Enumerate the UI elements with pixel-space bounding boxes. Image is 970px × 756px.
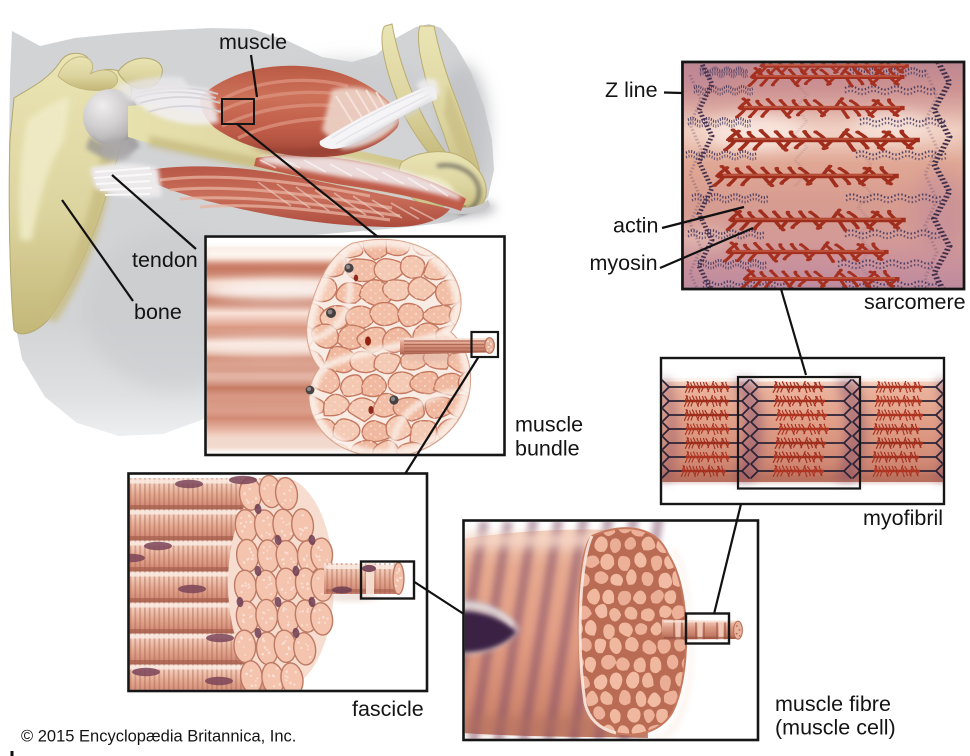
svg-text:myofibril: myofibril bbox=[863, 506, 943, 530]
svg-text:tendon: tendon bbox=[132, 248, 198, 272]
svg-text:(muscle cell): (muscle cell) bbox=[775, 716, 896, 740]
svg-text:myosin: myosin bbox=[590, 251, 658, 275]
svg-text:fascicle: fascicle bbox=[352, 697, 424, 721]
svg-text:sarcomere: sarcomere bbox=[864, 290, 966, 314]
svg-text:muscle fibre: muscle fibre bbox=[775, 692, 891, 716]
svg-text:muscle: muscle bbox=[515, 413, 583, 437]
svg-text:bone: bone bbox=[134, 300, 182, 324]
svg-text:actin: actin bbox=[613, 214, 658, 238]
svg-text:muscle: muscle bbox=[219, 30, 287, 54]
svg-text:© 2015 Encyclopædia Britannica: © 2015 Encyclopædia Britannica, Inc. bbox=[21, 728, 296, 746]
svg-text:Z line: Z line bbox=[605, 78, 658, 102]
svg-text:bundle: bundle bbox=[515, 436, 580, 460]
